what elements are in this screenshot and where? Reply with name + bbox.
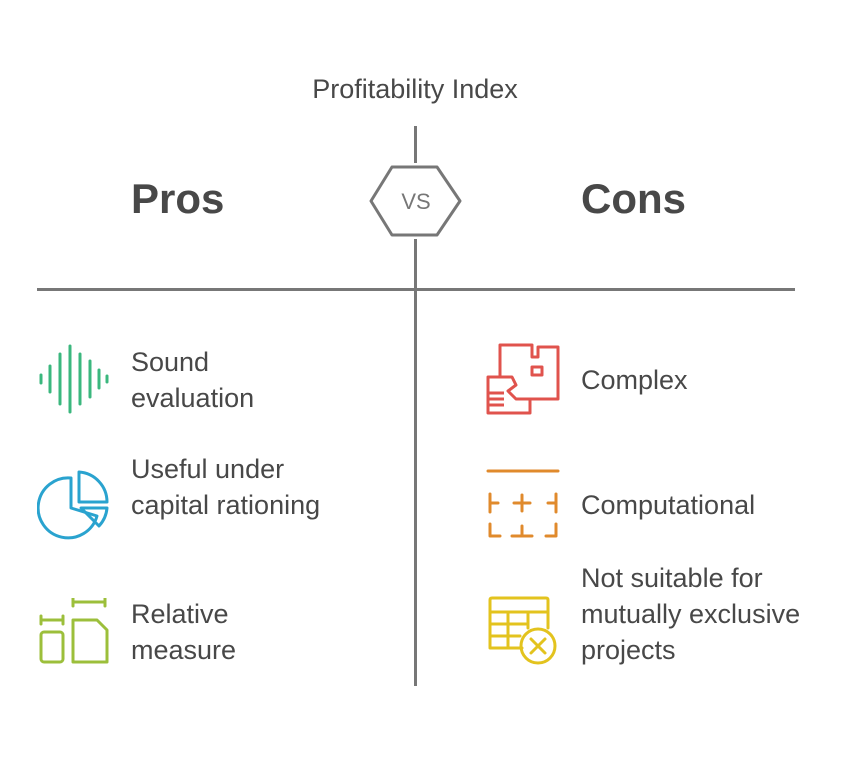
- pros-item-sound-evaluation: Sound evaluation: [131, 347, 255, 413]
- horizontal-divider: [37, 288, 795, 291]
- floor-plan-icon: [486, 343, 560, 415]
- vs-badge: VS: [369, 163, 462, 239]
- sound-wave-icon: [39, 344, 109, 414]
- vs-label: VS: [401, 189, 430, 214]
- diagram-title: Profitability Index: [312, 74, 518, 104]
- cons-item-complex: Complex: [581, 365, 688, 395]
- cons-heading: Cons: [581, 175, 686, 222]
- table-cross-icon: [488, 596, 557, 665]
- vertical-divider: [414, 126, 417, 686]
- pros-heading: Pros: [131, 175, 225, 222]
- pie-chart-icon: [37, 470, 109, 540]
- pros-item-capital-rationing: Useful under capital rationing: [131, 454, 321, 520]
- relative-measure-icon: [39, 598, 109, 664]
- pros-item-relative-measure: Relative measure: [131, 599, 237, 665]
- cons-item-not-suitable: Not suitable for mutually exclusive proj…: [581, 563, 801, 665]
- cons-item-computational: Computational: [581, 490, 756, 520]
- calculation-grid-icon: [486, 469, 560, 538]
